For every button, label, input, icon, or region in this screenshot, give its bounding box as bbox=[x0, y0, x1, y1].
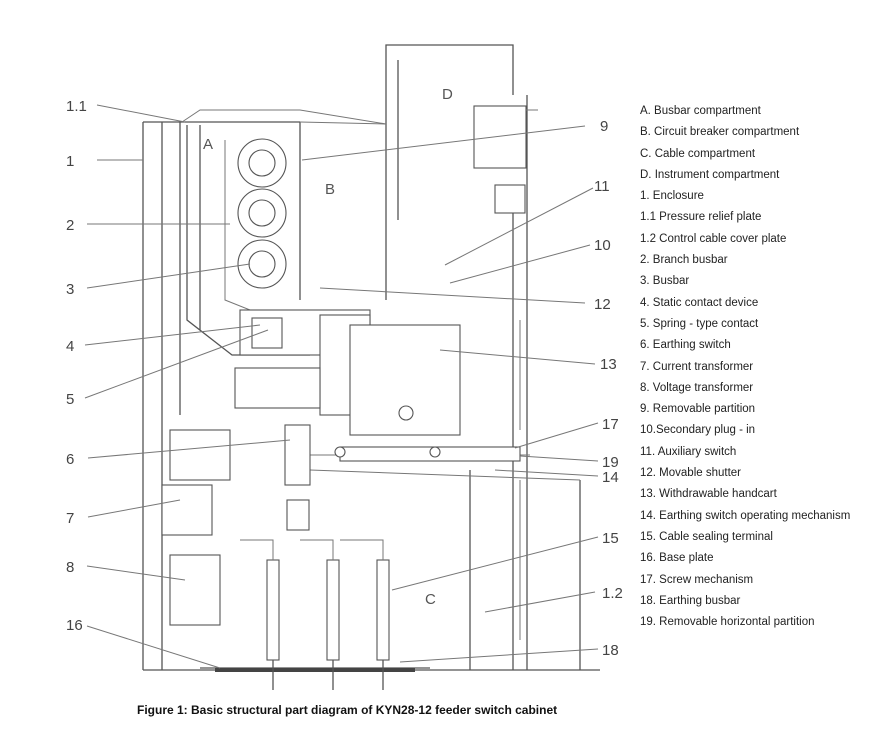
lower-equipment bbox=[161, 424, 311, 626]
breaker-region bbox=[234, 309, 461, 458]
callout-15: 15 bbox=[602, 530, 619, 547]
legend-item: 16. Base plate bbox=[640, 552, 714, 565]
legend-item: B. Circuit breaker compartment bbox=[640, 126, 800, 139]
legend-item: 18. Earthing busbar bbox=[640, 594, 741, 607]
callout-5: 5 bbox=[66, 391, 74, 408]
legend-item: 19. Removable horizontal partition bbox=[640, 616, 815, 629]
callout-4: 4 bbox=[66, 338, 74, 355]
legend-item: 8. Voltage transformer bbox=[640, 381, 754, 394]
callout-1-2: 1.2 bbox=[602, 585, 623, 602]
callout-14: 14 bbox=[602, 469, 619, 486]
callout-18: 18 bbox=[602, 642, 619, 659]
callout-1: 1 bbox=[66, 153, 74, 170]
legend-item: 3. Busbar bbox=[640, 275, 690, 288]
legend-item: 1. Enclosure bbox=[640, 190, 704, 203]
legend-item: 13. Withdrawable handcart bbox=[640, 488, 777, 501]
legend: A. Busbar compartment B. Circuit breaker… bbox=[640, 101, 876, 633]
legend-item: 2. Branch busbar bbox=[640, 254, 728, 267]
callout-3: 3 bbox=[66, 281, 74, 298]
callout-1-1: 1.1 bbox=[66, 98, 87, 115]
legend-item: 6. Earthing switch bbox=[640, 339, 731, 352]
legend-item: 7. Current transformer bbox=[640, 360, 754, 373]
callout-19: 19 bbox=[602, 454, 619, 471]
callout-10: 10 bbox=[594, 237, 611, 254]
leader-lines bbox=[84, 104, 599, 669]
callout-9: 9 bbox=[600, 118, 608, 135]
zone-label-c: C bbox=[425, 591, 436, 608]
figure-caption: Figure 1: Basic structural part diagram … bbox=[137, 703, 558, 717]
legend-item: 12. Movable shutter bbox=[640, 467, 742, 480]
callout-2: 2 bbox=[66, 217, 74, 234]
busbar-group bbox=[224, 138, 300, 311]
legend-item: D. Instrument compartment bbox=[640, 168, 780, 181]
callout-6: 6 bbox=[66, 451, 74, 468]
callout-17: 17 bbox=[602, 416, 619, 433]
callout-16: 16 bbox=[66, 617, 83, 634]
callout-11: 11 bbox=[594, 178, 610, 195]
zone-label-b: B bbox=[325, 181, 335, 198]
legend-item: 4. Static contact device bbox=[640, 296, 759, 309]
legend-item: 14. Earthing switch operating mechanism bbox=[640, 509, 851, 522]
cable-terminals bbox=[240, 539, 390, 690]
legend-item: 1.2 Control cable cover plate bbox=[640, 232, 787, 245]
callout-8: 8 bbox=[66, 559, 74, 576]
zone-label-d: D bbox=[442, 86, 453, 103]
legend-item: 5. Spring - type contact bbox=[640, 317, 759, 330]
zone-label-a: A bbox=[203, 136, 213, 153]
callout-7: 7 bbox=[66, 510, 74, 527]
legend-item: 17. Screw mechanism bbox=[640, 573, 754, 586]
legend-item: 11. Auxiliary switch bbox=[640, 445, 737, 458]
legend-item: 9. Removable partition bbox=[640, 403, 756, 416]
cabinet-outline bbox=[142, 44, 600, 672]
legend-item: 10.Secondary plug - in bbox=[640, 424, 756, 437]
legend-item: 15. Cable sealing terminal bbox=[640, 530, 773, 543]
callout-13: 13 bbox=[600, 356, 617, 373]
legend-item: 1.1 Pressure relief plate bbox=[640, 211, 762, 224]
legend-item: A. Busbar compartment bbox=[640, 105, 761, 117]
callout-12: 12 bbox=[594, 296, 611, 313]
legend-item: C. Cable compartment bbox=[640, 147, 756, 160]
